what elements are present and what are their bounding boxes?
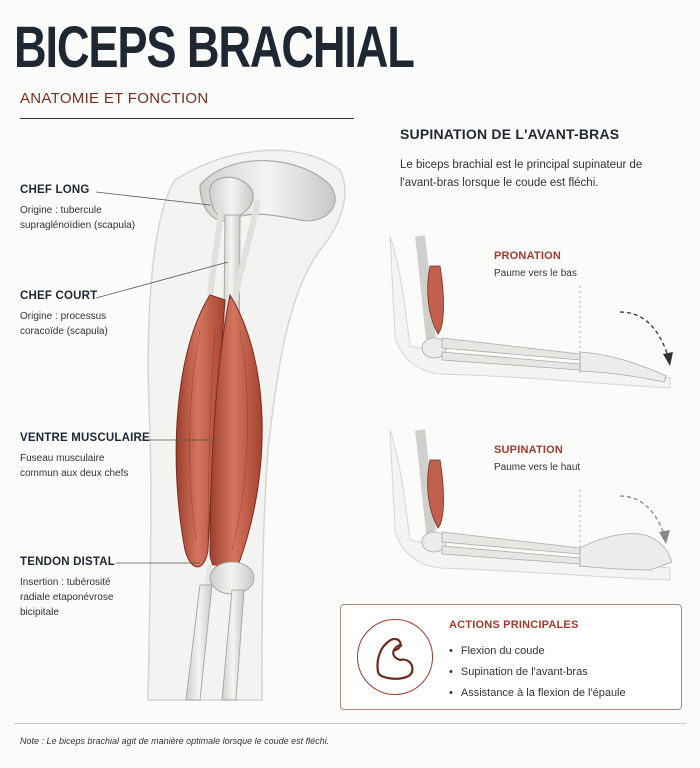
label-chef-long-desc: Origine : tubercule supraglénoïdien (sca…	[20, 205, 136, 231]
footer-divider	[14, 723, 686, 724]
label-tendon-title: TENDON DISTAL	[20, 556, 116, 568]
label-chef-court-desc: Origine : processus coracoïde (scapula)	[20, 311, 108, 337]
supination-pos-title: SUPINATION	[494, 444, 564, 456]
ulna-bone	[221, 589, 245, 701]
page-subtitle: ANATOMIE ET FONCTION	[20, 90, 209, 107]
actions-list: Flexion du coude Supination de l'avant-b…	[449, 641, 626, 704]
page-title: BICEPS BRACHIAL	[14, 15, 415, 80]
action-item: Flexion du coude	[449, 641, 626, 662]
label-chef-long-title: CHEF LONG	[20, 184, 90, 196]
actions-panel: ACTIONS PRINCIPALES Flexion du coude Sup…	[340, 604, 682, 710]
leader-line-chef-court	[95, 261, 229, 299]
label-chef-long: CHEF LONG Origine : tubercule supragléno…	[20, 184, 140, 233]
short-head-tendon	[232, 199, 261, 301]
elbow-joint	[209, 561, 255, 595]
supination-forearm-illustration	[389, 429, 673, 581]
title-divider	[20, 118, 354, 119]
supination-arrow	[619, 495, 665, 535]
label-ventre-title: VENTRE MUSCULAIRE	[20, 432, 150, 444]
pronation-title: PRONATION	[494, 250, 561, 262]
label-chef-court: CHEF COURT Origine : processus coracoïde…	[20, 290, 140, 339]
pronation-arrow	[619, 311, 669, 357]
arm-anatomy-illustration	[95, 149, 346, 701]
label-ventre-desc: Fuseau musculaire commun aux deux chefs	[20, 453, 129, 479]
supination-arrowhead	[659, 530, 670, 544]
pronation-desc: Paume vers le bas	[494, 268, 577, 279]
action-item: Assistance à la flexion de l'épaule	[449, 683, 626, 704]
flexed-arm-icon	[357, 619, 433, 695]
radius-bone	[185, 584, 213, 701]
label-tendon-distal: TENDON DISTAL Insertion : tubérosité rad…	[20, 556, 140, 620]
supination-description: Le biceps brachial est le principal supi…	[400, 159, 643, 189]
supination-heading: SUPINATION DE L'AVANT-BRAS	[400, 126, 620, 142]
action-item: Supination de l'avant-bras	[449, 662, 626, 683]
pronation-forearm-illustration	[389, 235, 673, 389]
leader-line-chef-long	[95, 191, 211, 206]
label-tendon-desc: Insertion : tubérosité radiale etaponévr…	[20, 577, 114, 618]
footer-note: Note : Le biceps brachial agit de manièr…	[20, 736, 330, 746]
long-head-tendon	[207, 204, 225, 301]
pronation-arrowhead	[663, 352, 673, 366]
actions-title: ACTIONS PRINCIPALES	[449, 619, 579, 631]
supination-pos-desc: Paume vers le haut	[494, 462, 581, 473]
label-ventre-musculaire: VENTRE MUSCULAIRE Fuseau musculaire comm…	[20, 432, 150, 481]
label-chef-court-title: CHEF COURT	[20, 290, 98, 302]
